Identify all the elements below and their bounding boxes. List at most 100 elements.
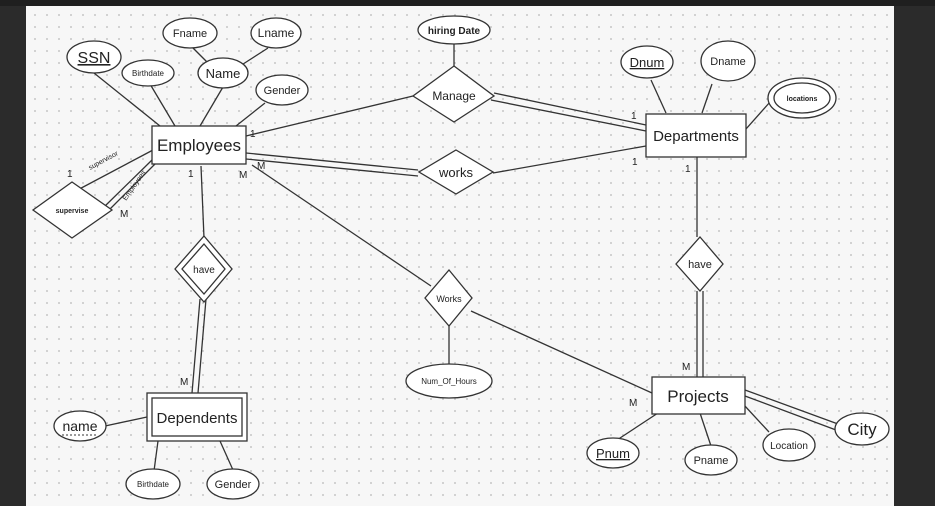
relationship-have-dependents[interactable]: have [174,235,233,303]
cardinality-dept-have: 1 [685,164,691,175]
line-fname-name [192,47,209,64]
relationship-have-projects-label: have [688,259,712,271]
attribute-name[interactable]: Name [197,57,249,89]
attribute-birthdate-employees-label: Birthdate [132,69,165,78]
line-gender-employees [235,102,266,127]
attribute-num-of-hours[interactable]: Num_Of_Hours [405,363,493,399]
entity-departments[interactable]: Departments [645,113,747,158]
entity-employees[interactable]: Employees [151,125,247,165]
attribute-ssn-label: SSN [78,50,111,67]
cardinality-emp-have: 1 [188,169,194,180]
line-pname-projects [699,412,712,447]
line-birthdate-employees [149,83,176,127]
attribute-city-label: City [847,420,877,439]
line-dnum-departments [650,79,667,114]
line-manage-departments-a [493,92,647,126]
relationship-manage[interactable]: Manage [411,65,496,123]
line-location-projects [743,404,770,433]
attribute-locations-label: locations [787,96,818,103]
top-bar [0,0,935,6]
relationship-works-projects[interactable]: Works [424,268,473,328]
cardinality-dep-have: M [180,377,188,388]
relationship-manage-label: Manage [432,89,476,103]
attribute-pname-label: Pname [694,455,729,467]
line-supervise-employee-b [107,162,157,212]
line-employees-worksproj [251,164,432,287]
line-dname-departments [701,83,713,114]
relationship-have-projects[interactable]: have [675,236,724,292]
line-worksproj-projects [470,310,653,394]
cardinality-emp-worksproj: M [239,170,247,181]
entity-projects[interactable]: Projects [651,376,746,415]
cardinality-emp-supervisor: 1 [67,169,73,180]
line-employees-works-b [245,158,419,177]
connection-lines [69,44,839,472]
attribute-birthdate-dependents-label: Birthdate [137,480,170,489]
relationship-works-projects-label: Works [436,294,462,304]
attribute-dname[interactable]: Dname [700,40,756,82]
attribute-fname[interactable]: Fname [162,17,218,49]
attribute-birthdate-employees[interactable]: Birthdate [121,59,175,87]
relationship-works-departments[interactable]: works [417,149,495,195]
cardinality-labels: 1 1 M 1 1 M 1 M M M 1 M [67,111,691,409]
relationship-supervise-label: supervise [56,208,89,215]
attribute-gender-employees-label: Gender [264,85,301,97]
line-ssn-employees [93,72,161,127]
attribute-location[interactable]: Location [762,428,816,462]
attribute-pname[interactable]: Pname [684,444,738,476]
relationship-have-dependents-label: have [193,265,215,276]
line-employees-manage [245,95,414,137]
line-name-employees [199,86,224,127]
entity-dependents-label: Dependents [157,410,238,427]
cardinality-dept-works: 1 [632,157,638,168]
attribute-lname-label: Lname [258,26,295,40]
attribute-dependent-name-label: name [62,418,97,434]
attribute-lname[interactable]: Lname [250,17,302,49]
line-works-departments [492,145,647,174]
relationship-supervise[interactable]: supervise [31,181,114,239]
attribute-pnum[interactable]: Pnum [586,437,640,469]
entity-employees-label: Employees [157,136,241,155]
line-depbirthdate-dependents [153,440,159,472]
cardinality-emp-supervised: M [120,209,128,220]
entity-departments-label: Departments [653,128,739,145]
cardinality-proj-works: M [629,398,637,409]
line-lname-name [239,47,269,67]
attribute-dnum-label: Dnum [630,55,665,70]
line-supervise-supervisor [69,149,154,195]
line-depname-dependents [104,416,148,427]
line-employees-have [200,165,205,239]
line-city-projects-a [744,389,839,425]
cardinality-emp-works: M [257,161,265,172]
line-pnum-projects [616,412,659,441]
attribute-ssn[interactable]: SSN [66,40,122,74]
entity-dependents[interactable]: Dependents [146,392,248,442]
attribute-num-of-hours-label: Num_Of_Hours [421,377,477,386]
attribute-gender-employees[interactable]: Gender [255,74,309,106]
attribute-birthdate-dependents[interactable]: Birthdate [125,468,181,500]
line-supervise-employee-a [103,159,153,208]
line-depgender-dependents [219,440,234,471]
cardinality-proj-have: M [682,362,690,373]
attribute-gender-dependents[interactable]: Gender [206,468,260,500]
role-label-supervisor: supervisor [88,150,120,172]
cardinality-emp-manage: 1 [250,129,256,140]
attribute-dependent-name[interactable]: name [53,410,107,442]
attribute-hiring-date[interactable]: hiring Date [417,15,491,45]
relationship-works-departments-label: works [438,165,473,180]
line-locations-departments [745,101,771,130]
line-city-projects-b [744,395,837,431]
line-employees-works-a [245,152,419,171]
cardinality-dept-manage: 1 [631,111,637,122]
attribute-city[interactable]: City [834,412,890,446]
line-have-dependents-b [197,298,207,394]
attribute-gender-dependents-label: Gender [215,479,252,491]
attribute-location-label: Location [770,441,808,452]
attribute-fname-label: Fname [173,28,207,40]
attribute-dnum[interactable]: Dnum [620,45,674,79]
attribute-locations[interactable]: locations [767,77,837,119]
entity-projects-label: Projects [667,387,728,406]
attribute-name-label: Name [206,66,241,81]
line-manage-departments-b [490,99,647,132]
